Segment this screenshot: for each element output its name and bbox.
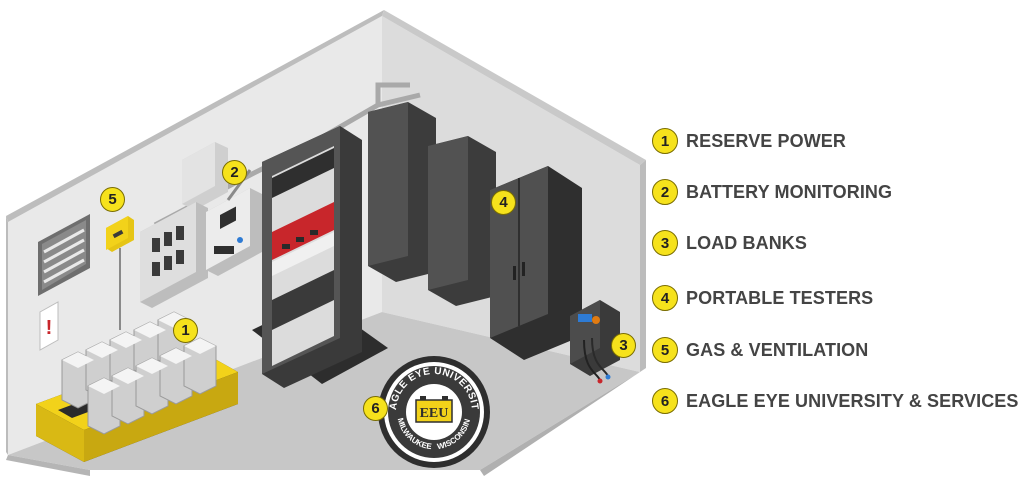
legend-item-university[interactable]: 6 EAGLE EYE UNIVERSITY & SERVICES [652,386,1019,416]
louvered-vent-icon [38,214,90,296]
legend-number-badge: 6 [652,388,678,414]
left-wall-side-edge [6,216,8,455]
battery-monitoring-panels [140,142,262,308]
legend-number-badge: 4 [652,285,678,311]
legend-label: RESERVE POWER [686,130,847,151]
legend-number-badge: 1 [652,128,678,154]
tall-cabinets [368,102,582,360]
legend-number-badge: 5 [652,337,678,363]
floor-front-edge-right [480,368,646,476]
room-marker-reserve-power: 1 [173,318,198,343]
legend-number-badge: 2 [652,179,678,205]
legend-item-load-banks[interactable]: 3 LOAD BANKS [652,228,807,258]
left-wall-top-edge [6,10,384,222]
room-marker-gas-ventilation: 5 [100,187,125,212]
legend-label: GAS & VENTILATION [686,339,869,360]
battery-bank [36,311,238,462]
legend-item-gas-ventilation[interactable]: 5 GAS & VENTILATION [652,335,868,365]
floor-front-edge-left [6,455,90,476]
room-marker-university: 6 [363,396,388,421]
room-marker-load-banks: 3 [611,333,636,358]
legend-item-reserve-power[interactable]: 1 RESERVE POWER [652,126,846,156]
room-marker-portable-testers: 4 [491,190,516,215]
legend-item-portable-testers[interactable]: 4 PORTABLE TESTERS [652,283,873,313]
right-wall-side-edge [640,160,646,372]
conduit-pipe-upper [375,82,410,105]
svg-text:EEU: EEU [420,406,449,421]
load-bank-unit [570,300,620,384]
legend-label: PORTABLE TESTERS [686,287,874,308]
legend-label: EAGLE EYE UNIVERSITY & SERVICES [686,390,1019,411]
room-marker-battery-monitoring: 2 [222,160,247,185]
gas-detector-box [106,216,134,330]
right-wall-top-edge [382,10,646,165]
equipment-rack [252,126,388,388]
legend-number-badge: 3 [652,230,678,256]
svg-text:!: ! [46,317,53,339]
legend-label: LOAD BANKS [686,232,807,253]
warning-sign-icon: ! [39,301,59,351]
legend-label: BATTERY MONITORING [686,181,893,202]
legend-item-battery-monitoring[interactable]: 2 BATTERY MONITORING [652,177,892,207]
